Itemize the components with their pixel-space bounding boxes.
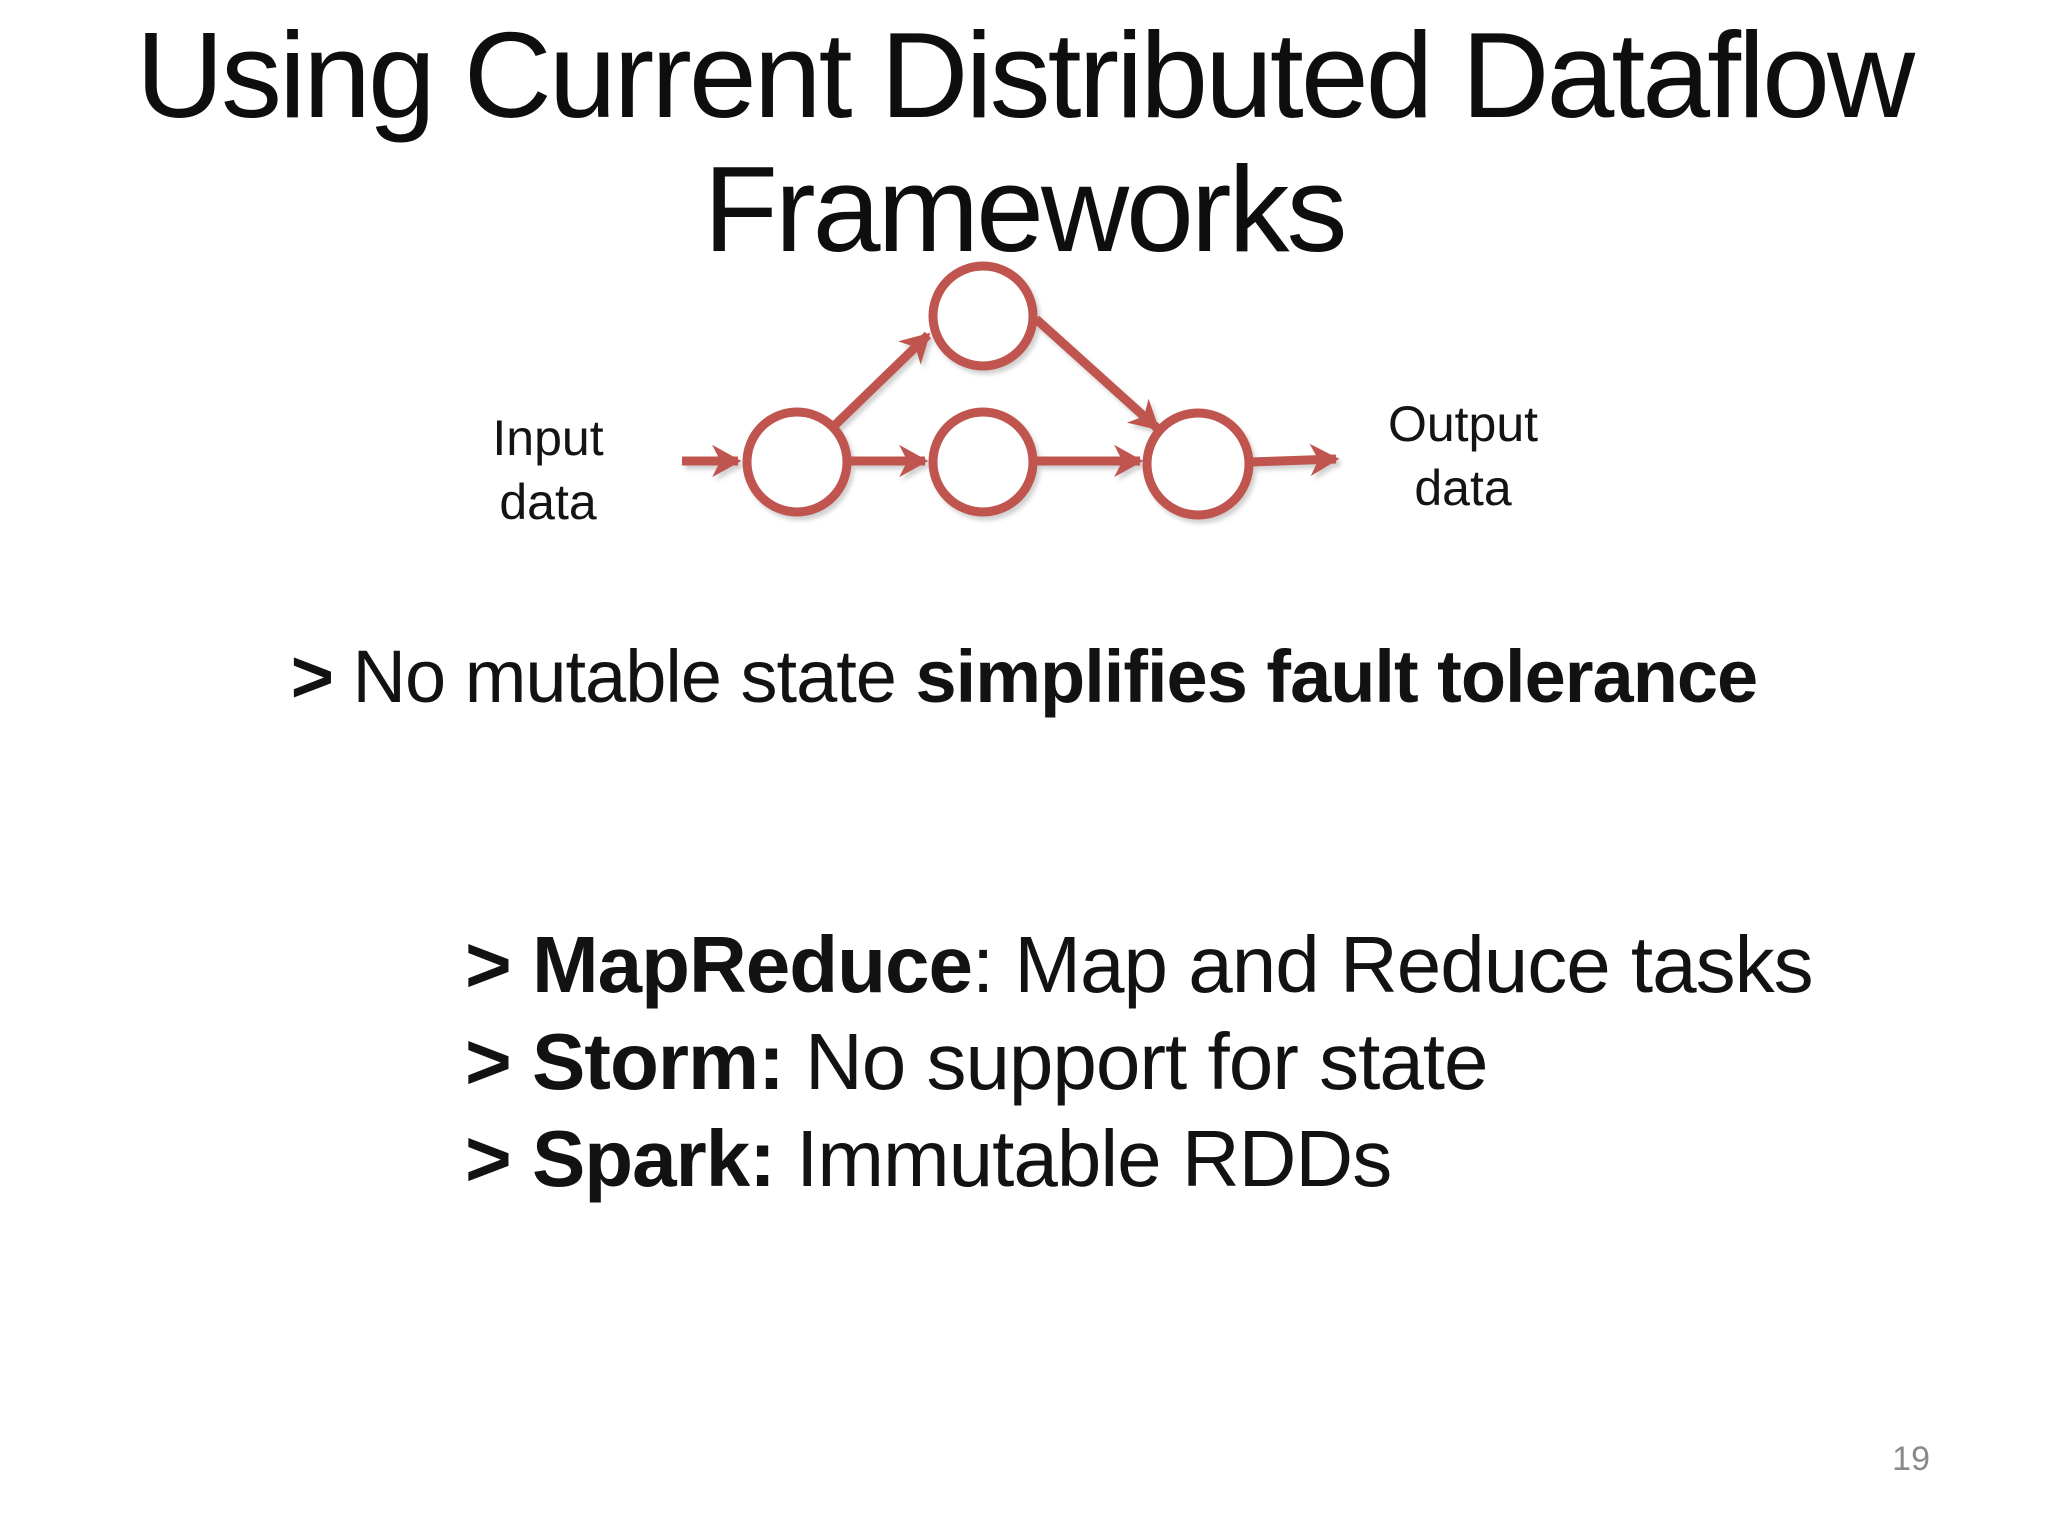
input-data-label: Input data: [428, 406, 668, 534]
slide-title-line1: Using Current Distributed Dataflow: [135, 7, 1915, 143]
output-arrow: [1250, 443, 1340, 477]
bullet-storm-bold: > Storm:: [465, 1017, 785, 1106]
bullet-spark: > Spark: Immutable RDDs: [465, 1110, 1865, 1207]
input-label-line2: data: [499, 474, 597, 530]
fault-tolerance-statement: > No mutable state simplifies fault tole…: [0, 634, 2048, 719]
framework-bullet-list: > MapReduce: Map and Reduce tasks > Stor…: [465, 916, 1865, 1207]
output-stage-node: [1142, 408, 1254, 520]
middle-stage-node: [928, 407, 1038, 517]
arrow-up-diagonal: [829, 331, 932, 431]
output-data-label: Output data: [1343, 392, 1583, 520]
output-label-line1: Output: [1387, 396, 1539, 452]
input-label-line1: Input: [492, 410, 604, 466]
bullet-spark-rest: Immutable RDDs: [774, 1114, 1392, 1203]
output-label-line2: data: [1414, 460, 1512, 516]
statement-chevron: >: [290, 635, 353, 718]
page-number: 19: [1892, 1440, 1930, 1478]
dataflow-diagram: [682, 261, 1340, 520]
bullet-storm-rest: No support for state: [783, 1017, 1489, 1106]
bullet-mapreduce-rest: : Map and Reduce tasks: [971, 920, 1814, 1009]
slide-title: Using Current Distributed Dataflow Frame…: [0, 7, 2048, 278]
bullet-mapreduce: > MapReduce: Map and Reduce tasks: [465, 916, 1865, 1013]
bullet-spark-bold: > Spark:: [465, 1114, 776, 1203]
input-stage-node: [742, 407, 852, 517]
statement-bold-text: simplifies fault tolerance: [915, 635, 1759, 718]
bullet-mapreduce-bold: > MapReduce: [465, 920, 973, 1009]
top-branch-node: [928, 261, 1038, 371]
arrow-down-diagonal: [1032, 315, 1161, 432]
bullet-storm: > Storm: No support for state: [465, 1013, 1865, 1110]
slide-title-line2: Frameworks: [703, 141, 1347, 278]
statement-normal-text: No mutable state: [352, 635, 916, 718]
